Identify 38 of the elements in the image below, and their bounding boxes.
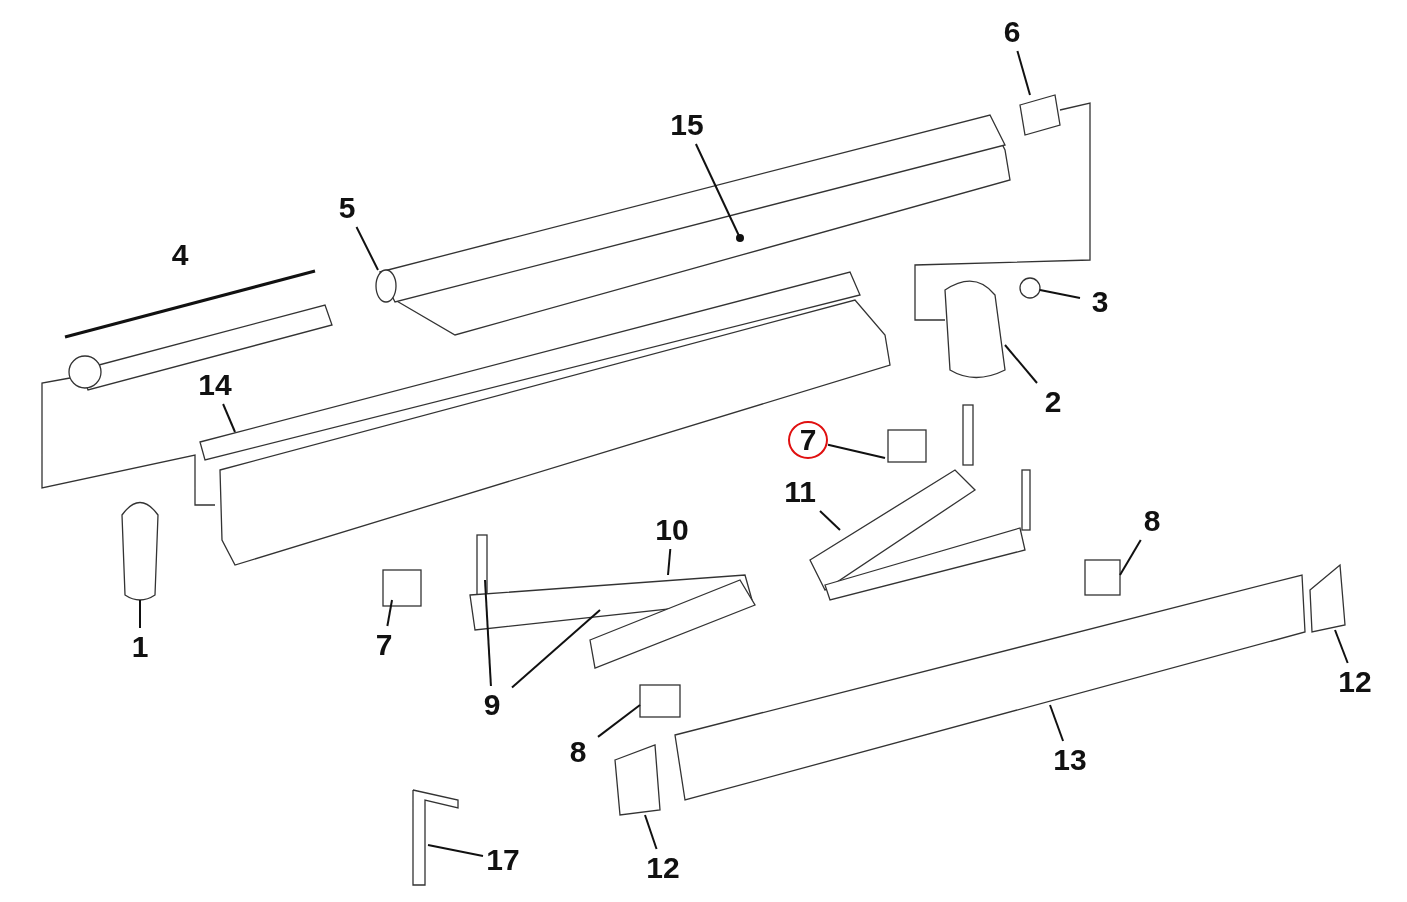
leader-line [827,443,886,459]
callout-number: 8 [1132,502,1172,540]
leader-line [644,814,658,850]
leader-line [139,599,141,629]
callout-number: 17 [483,841,523,879]
leader-line [511,609,601,689]
leader-line [694,143,744,242]
leader-line [484,579,492,687]
callout-number: 5 [327,189,367,227]
leader-line [1119,539,1142,576]
callout-number: 3 [1080,283,1120,321]
callout-number: 1 [120,628,160,666]
leader-line [355,226,379,271]
leader-line [667,548,672,576]
leader-line [597,704,641,738]
leader-line [1039,289,1081,299]
leader-line [222,403,236,433]
leader-line [1334,629,1349,664]
callout-number: 12 [1335,663,1375,701]
callout-number: 13 [1050,741,1090,779]
leader-line [819,510,841,531]
callout-number: 10 [652,511,692,549]
leader-line [1049,704,1065,742]
highlighted-callout-number: 7 [788,421,828,459]
callout-number: 8 [558,733,598,771]
leader-line [386,599,393,627]
leader-line [1004,344,1038,384]
callout-number: 12 [643,849,683,887]
callout-number: 11 [780,473,820,511]
callout-number: 6 [992,13,1032,51]
leader-line [1016,50,1031,96]
leader-line [427,844,484,857]
callout-number: 14 [195,366,235,404]
callout-number: 9 [472,686,512,724]
callout-number: 7 [364,626,404,664]
callout-number: 15 [667,106,707,144]
callout-number: 2 [1033,383,1073,421]
callout-number: 4 [170,237,190,273]
